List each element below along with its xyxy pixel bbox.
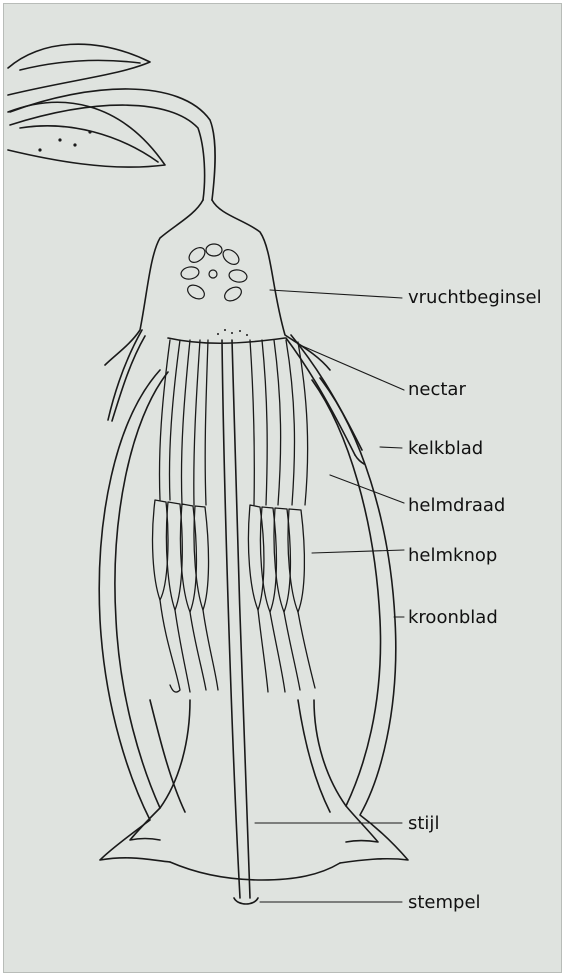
stamens-left: [153, 340, 218, 692]
label-helmknop: helmknop: [408, 546, 497, 566]
leaf-lower: [8, 102, 165, 167]
sepal-left: [108, 330, 145, 421]
label-helmdraad: helmdraad: [408, 496, 505, 516]
label-stempel: stempel: [408, 893, 481, 913]
label-stijl: stijl: [408, 814, 439, 834]
ovary-locules: [180, 244, 248, 304]
stamens-right: [248, 340, 315, 692]
label-kelkblad: kelkblad: [408, 439, 483, 459]
stalk: [10, 89, 215, 200]
label-nectar: nectar: [408, 380, 466, 400]
label-kroonblad: kroonblad: [408, 608, 498, 628]
label-vruchtbeginsel: vruchtbeginsel: [408, 288, 542, 308]
leaf-upper: [8, 44, 150, 95]
nectar-dots: [217, 329, 248, 336]
receptacle: [105, 200, 330, 370]
style: [222, 340, 258, 904]
